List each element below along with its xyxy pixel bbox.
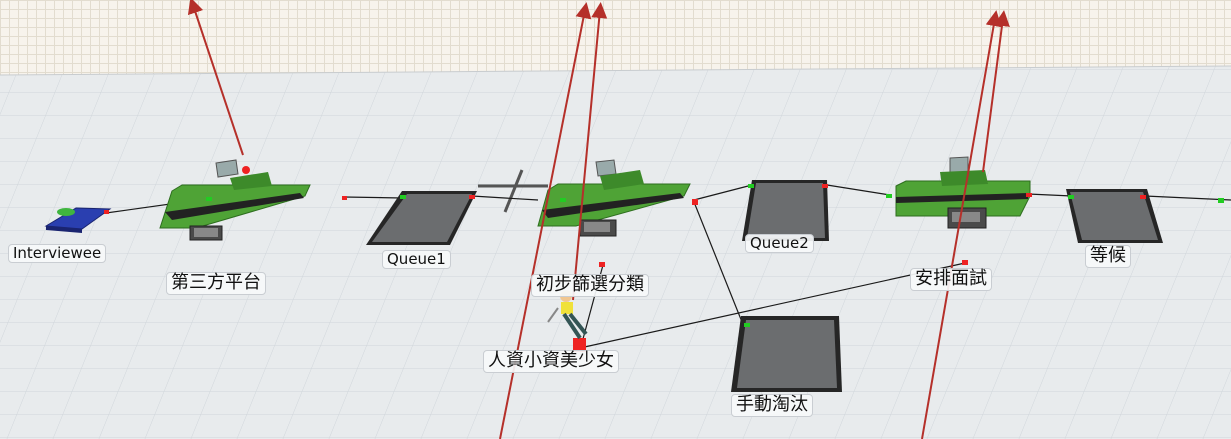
queue-pad-icon[interactable]	[742, 180, 829, 241]
conveyor-processor-icon[interactable]	[159, 159, 311, 241]
object-label-processor3[interactable]: 安排面試	[910, 268, 992, 291]
floor-grid	[0, 66, 1231, 439]
connector-line	[579, 262, 966, 349]
object-label-queue3[interactable]: 等候	[1085, 245, 1131, 268]
object-label-source[interactable]: Interviewee	[8, 244, 107, 264]
connections	[105, 184, 1231, 351]
connector-line	[693, 184, 753, 201]
connector-line	[826, 184, 891, 196]
object-label-processor1[interactable]: 第三方平台	[166, 272, 266, 295]
object-label-processor2[interactable]: 初步篩選分類	[531, 274, 649, 297]
object-label-queue4[interactable]: 手動淘汰	[731, 394, 813, 417]
connector-line	[343, 196, 403, 199]
queue-pad-icon[interactable]	[1066, 189, 1224, 243]
source-pad-icon[interactable]	[44, 207, 112, 233]
object-label-queue2[interactable]: Queue2	[745, 234, 814, 254]
connector-line	[1027, 193, 1073, 197]
conveyor-processor-icon[interactable]	[537, 159, 698, 237]
object-label-queue1[interactable]: Queue1	[382, 250, 451, 270]
queue-pad-icon[interactable]	[731, 316, 842, 392]
floor-edge	[0, 65, 1231, 76]
crosshair-icon	[478, 169, 548, 213]
connector-line	[471, 195, 539, 201]
background-top	[0, 0, 1231, 75]
queue-pad-icon[interactable]	[342, 191, 477, 245]
connector-line	[1144, 195, 1231, 201]
object-label-operator[interactable]: 人資小資美少女	[483, 350, 619, 373]
connector-line	[693, 201, 743, 323]
